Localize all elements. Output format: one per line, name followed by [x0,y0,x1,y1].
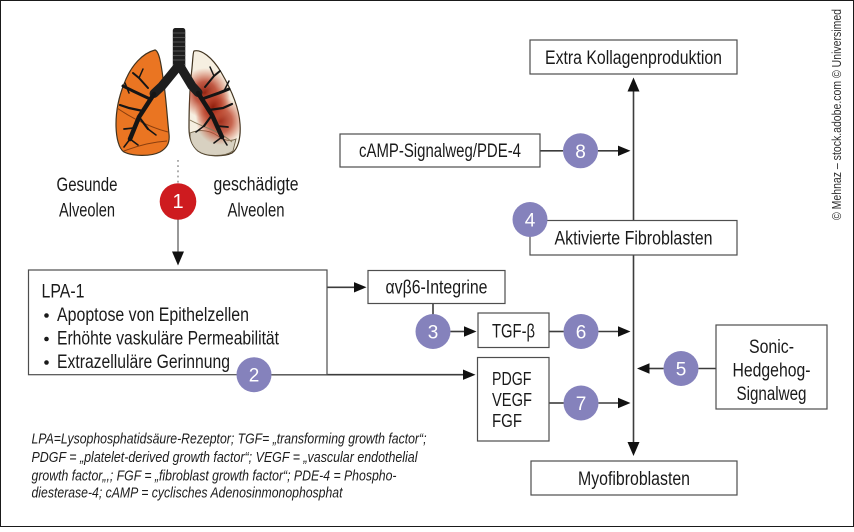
svg-text:7: 7 [576,394,587,415]
svg-text:4: 4 [525,211,536,232]
svg-text:Alveolen: Alveolen [59,201,115,222]
svg-text:cAMP-Signalweg/PDE-4: cAMP-Signalweg/PDE-4 [359,141,521,162]
svg-text:αvβ6-Integrine: αvβ6-Integrine [386,278,488,299]
svg-text:PDGF: PDGF [492,369,532,389]
svg-text:FGF: FGF [492,411,522,431]
svg-text:growth factor„,; FGF = „fibrob: growth factor„,; FGF = „fibroblast growt… [32,468,397,485]
svg-text:geschädigte: geschädigte [214,175,299,196]
svg-text:Alveolen: Alveolen [228,201,285,222]
svg-text:diesterase-4; cAMP = cyclische: diesterase-4; cAMP = cyclisches Adenosin… [32,485,344,502]
svg-text:Hedgehog-: Hedgehog- [733,361,811,382]
svg-text:VEGF: VEGF [492,390,532,410]
svg-text:Sonic-: Sonic- [749,337,794,358]
svg-text:1: 1 [172,191,183,213]
svg-text:Gesunde: Gesunde [57,175,118,196]
svg-text:Erhöhte vaskuläre Permeabilitä: Erhöhte vaskuläre Permeabilität [57,329,280,350]
svg-text:2: 2 [249,366,260,387]
svg-text:6: 6 [576,323,587,344]
svg-text:Apoptose von Epithelzellen: Apoptose von Epithelzellen [57,305,249,326]
svg-text:Signalweg: Signalweg [737,384,807,405]
svg-text:8: 8 [575,142,586,163]
svg-text:Extrazelluläre Gerinnung: Extrazelluläre Gerinnung [57,352,230,373]
svg-text:PDGF = „platelet-derived growt: PDGF = „platelet-derived growth factor“;… [32,449,419,466]
svg-text:Extra Kollagenproduktion: Extra Kollagenproduktion [545,48,722,69]
svg-text:Aktivierte Fibroblasten: Aktivierte Fibroblasten [555,229,713,250]
svg-text:TGF-β: TGF-β [492,322,535,343]
svg-text:© Mehnaz – stock.adobe.com © U: © Mehnaz – stock.adobe.com © Universimed [829,9,844,220]
svg-text:LPA=Lysophosphatidsäure-Rezept: LPA=Lysophosphatidsäure-Rezeptor; TGF= „… [32,431,427,448]
svg-text:3: 3 [428,323,439,344]
svg-text:Myofibroblasten: Myofibroblasten [578,469,690,490]
svg-text:5: 5 [676,360,687,381]
svg-text:LPA-1: LPA-1 [42,282,85,303]
